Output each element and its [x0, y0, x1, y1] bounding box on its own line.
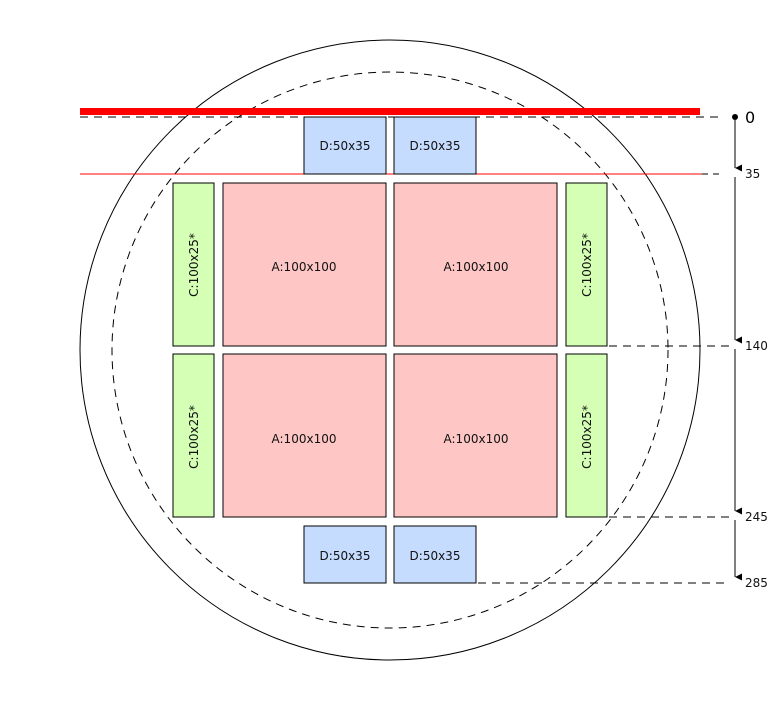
wafer-outer-circle: [79, 39, 701, 661]
block-c-label: C:100x25*: [187, 233, 201, 297]
block-d-bottom-right: D:50x35: [393, 525, 477, 584]
block-a-label: A:100x100: [444, 432, 509, 446]
tick-label-245: 245: [745, 510, 768, 524]
block-d-label: D:50x35: [320, 549, 371, 563]
dimension-scale: 0 35 140 245 285: [732, 108, 768, 590]
tick-label-140: 140: [745, 339, 768, 353]
scale-origin-dot: [732, 114, 738, 120]
block-c-bottom-right: C:100x25*: [565, 353, 608, 518]
block-d-label: D:50x35: [320, 139, 371, 153]
block-a-label: A:100x100: [272, 432, 337, 446]
tick-label-0: 0: [745, 108, 755, 127]
tick-label-35: 35: [745, 167, 760, 181]
block-d-bottom-left: D:50x35: [303, 525, 387, 584]
block-c-top-left: C:100x25*: [172, 182, 215, 347]
block-a-bottom-left: A:100x100: [222, 353, 387, 518]
block-a-top-left: A:100x100: [222, 182, 387, 347]
block-a-top-right: A:100x100: [393, 182, 558, 347]
block-a-label: A:100x100: [444, 260, 509, 274]
block-d-top-left: D:50x35: [303, 116, 387, 175]
tick-label-285: 285: [745, 576, 768, 590]
block-d-top-right: D:50x35: [393, 116, 477, 175]
block-c-bottom-left: C:100x25*: [172, 353, 215, 518]
block-a-bottom-right: A:100x100: [393, 353, 558, 518]
wafer-usable-circle: [111, 71, 669, 629]
block-c-label: C:100x25*: [580, 405, 594, 469]
block-d-label: D:50x35: [410, 549, 461, 563]
block-c-label: C:100x25*: [187, 405, 201, 469]
block-d-label: D:50x35: [410, 139, 461, 153]
block-a-label: A:100x100: [272, 260, 337, 274]
top-cut-bar: [80, 108, 700, 115]
block-c-top-right: C:100x25*: [565, 182, 608, 347]
block-c-label: C:100x25*: [580, 233, 594, 297]
